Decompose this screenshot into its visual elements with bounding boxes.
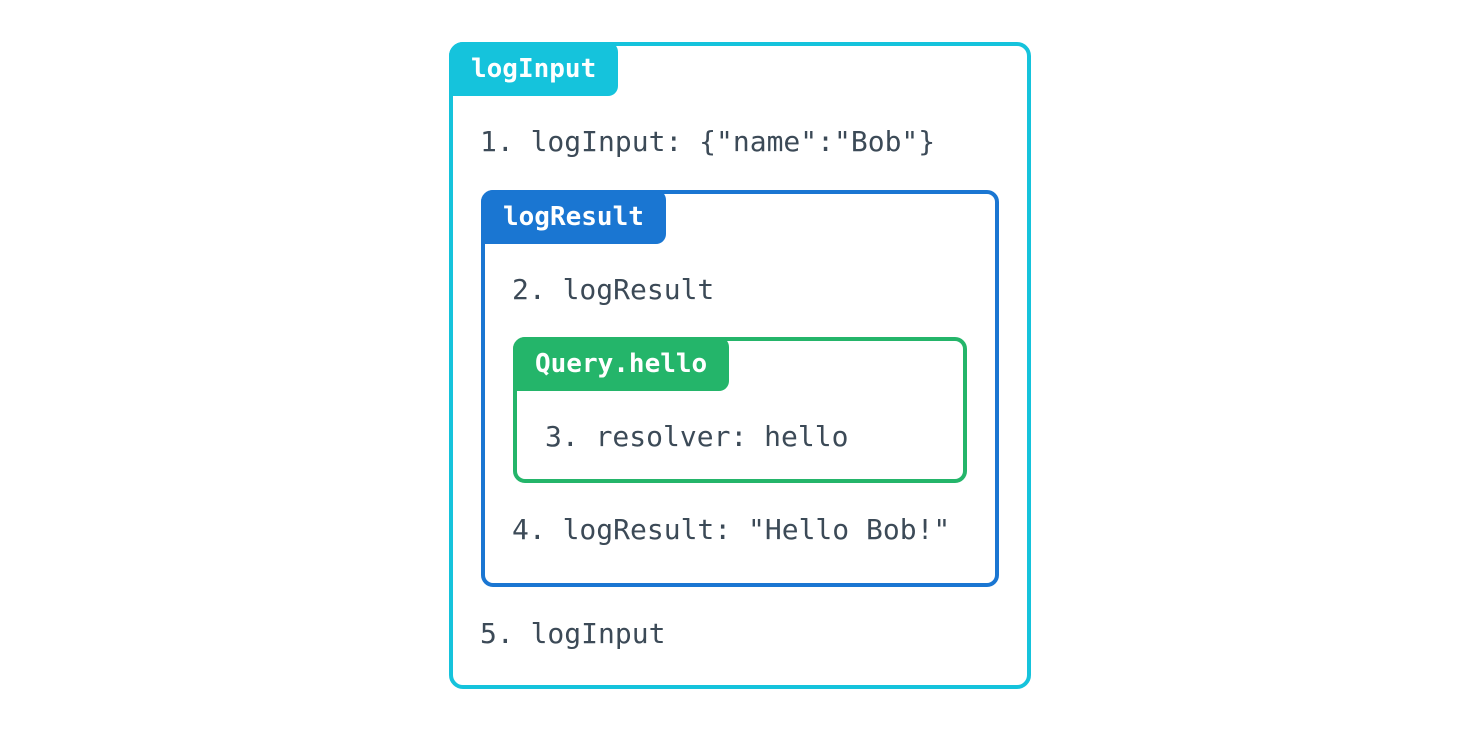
queryhello-frame: Query.hello 3. resolver: hello [513,337,967,483]
logresult-frame: logResult 2. logResult Query.hello 3. re… [481,190,999,587]
step-3-resolver-call: 3. resolver: hello [545,420,849,453]
queryhello-tab-label: Query.hello [513,337,730,391]
loginput-tab-label: logInput [449,42,619,96]
step-5-loginput-return: 5. logInput [480,617,666,650]
logresult-tab-label: logResult [481,190,666,244]
step-2-logresult-call: 2. logResult [512,273,715,306]
step-4-logresult-return: 4. logResult: "Hello Bob!" [512,513,951,546]
loginput-frame: logInput 1. logInput: {"name":"Bob"} log… [449,42,1031,689]
step-1-loginput-call: 1. logInput: {"name":"Bob"} [480,125,936,158]
